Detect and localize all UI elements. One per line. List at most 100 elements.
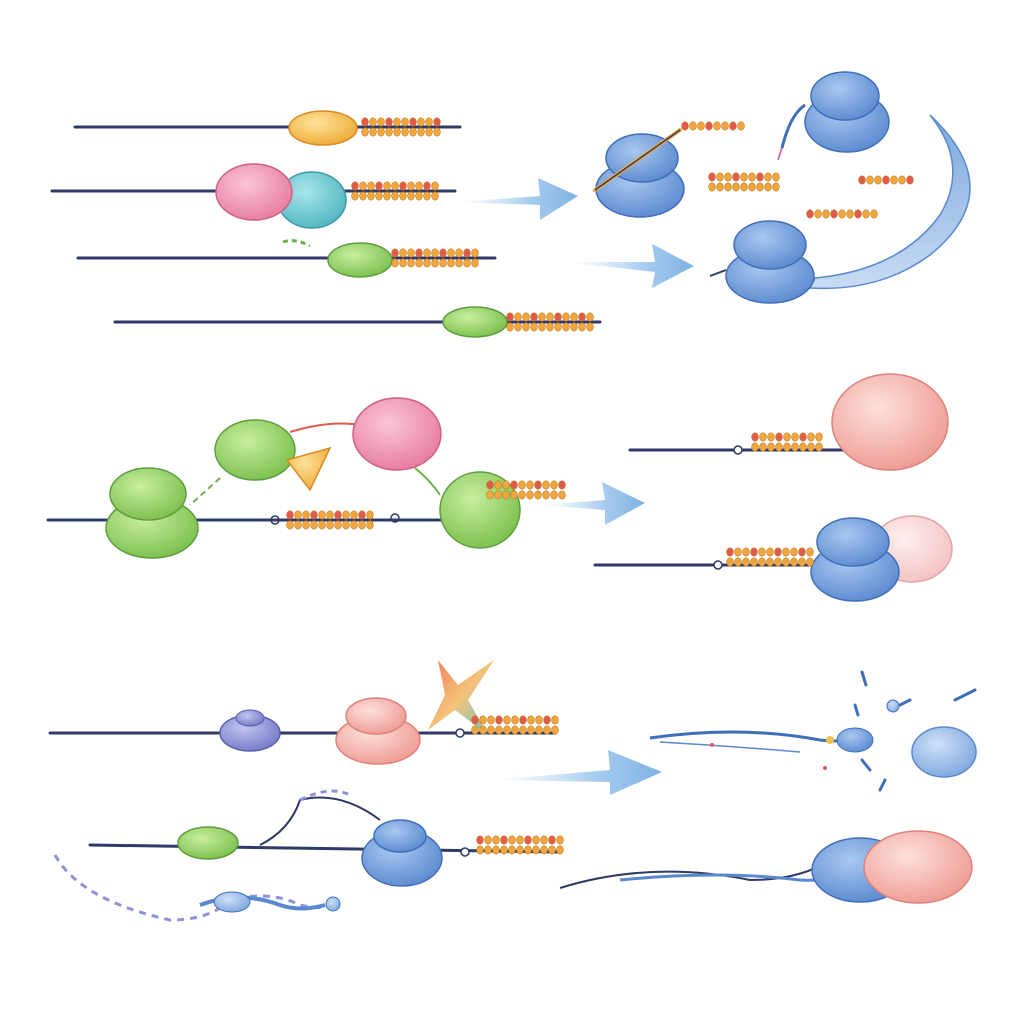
peptide-chain [751,432,823,452]
amino-bead [463,258,471,268]
amino-bead [494,490,502,500]
amino-bead [543,715,551,725]
amino-bead [740,182,748,192]
amino-bead [506,322,514,332]
amino-bead [479,715,487,725]
amino-bead [487,725,495,735]
amino-bead [681,121,689,131]
amino-bead [758,547,766,557]
amino-bead [294,520,302,530]
amino-bead [742,557,750,567]
amino-bead [548,835,556,845]
amino-bead [551,725,559,735]
amino-bead [506,312,514,322]
amino-bead [407,258,415,268]
amino-bead [334,520,342,530]
amino-bead [471,248,479,258]
strand-lower [53,789,564,922]
amino-bead [558,480,566,490]
amino-bead [807,432,815,442]
amino-bead [798,557,806,567]
amino-bead [799,432,807,442]
amino-bead [562,322,570,332]
amino-bead [417,127,425,137]
amino-bead [705,121,713,131]
amino-bead [433,127,441,137]
amino-bead [729,121,737,131]
amino-bead [527,725,535,735]
amino-bead [399,191,407,201]
ribosome-complex-b [777,71,890,161]
amino-bead [455,258,463,268]
amino-bead [570,312,578,322]
amino-bead [546,312,554,322]
amino-bead [479,725,487,735]
amino-bead [351,181,359,191]
amino-bead [756,182,764,192]
released-chain [53,854,331,922]
amino-bead [492,845,500,855]
peptide-chain [708,172,780,192]
arrow-right-3 [540,482,645,525]
amino-bead [538,312,546,322]
amino-bead [377,127,385,137]
amino-bead [767,432,775,442]
amino-bead [415,191,423,201]
amino-bead [550,480,558,490]
amino-bead [554,322,562,332]
amino-bead [737,121,745,131]
amino-bead [526,480,534,490]
strand-2 [50,163,457,248]
amino-bead [471,725,479,735]
amino-bead [522,312,530,322]
amino-bead [486,490,494,500]
amino-bead [286,520,294,530]
amino-bead [586,312,594,322]
amino-bead [494,480,502,490]
amino-bead [708,172,716,182]
amino-bead [532,835,540,845]
amino-bead [476,845,484,855]
amino-bead [766,547,774,557]
amino-bead [407,181,415,191]
amino-bead [756,172,764,182]
amino-bead [476,835,484,845]
amino-bead [764,182,772,192]
amino-bead [399,181,407,191]
peptide-chain [806,209,878,219]
amino-bead [393,117,401,127]
factor-blob [288,110,358,146]
amino-bead [350,510,358,520]
amino-bead [558,490,566,500]
amino-bead [697,121,705,131]
amino-bead [377,117,385,127]
amino-bead [514,322,522,332]
amino-bead [898,175,906,185]
amino-bead [310,520,318,530]
amino-bead [890,175,898,185]
amino-bead [534,480,542,490]
amino-bead [807,442,815,452]
amino-bead [425,127,433,137]
amino-bead [522,322,530,332]
amino-bead [326,520,334,530]
amino-bead [391,248,399,258]
reassembled-complex [559,830,973,904]
amino-bead [511,715,519,725]
amino-bead [366,510,374,520]
amino-bead [439,248,447,258]
amino-bead [342,510,350,520]
green-complex-right [414,467,566,549]
amino-bead [751,432,759,442]
amino-bead [546,322,554,332]
amino-bead [862,209,870,219]
amino-bead [399,248,407,258]
amino-bead [748,172,756,182]
amino-bead [799,442,807,452]
amino-bead [906,175,914,185]
amino-bead [748,182,756,192]
amino-bead [766,557,774,567]
amino-bead [726,547,734,557]
amino-bead [302,520,310,530]
arrow-right-4 [490,750,662,795]
